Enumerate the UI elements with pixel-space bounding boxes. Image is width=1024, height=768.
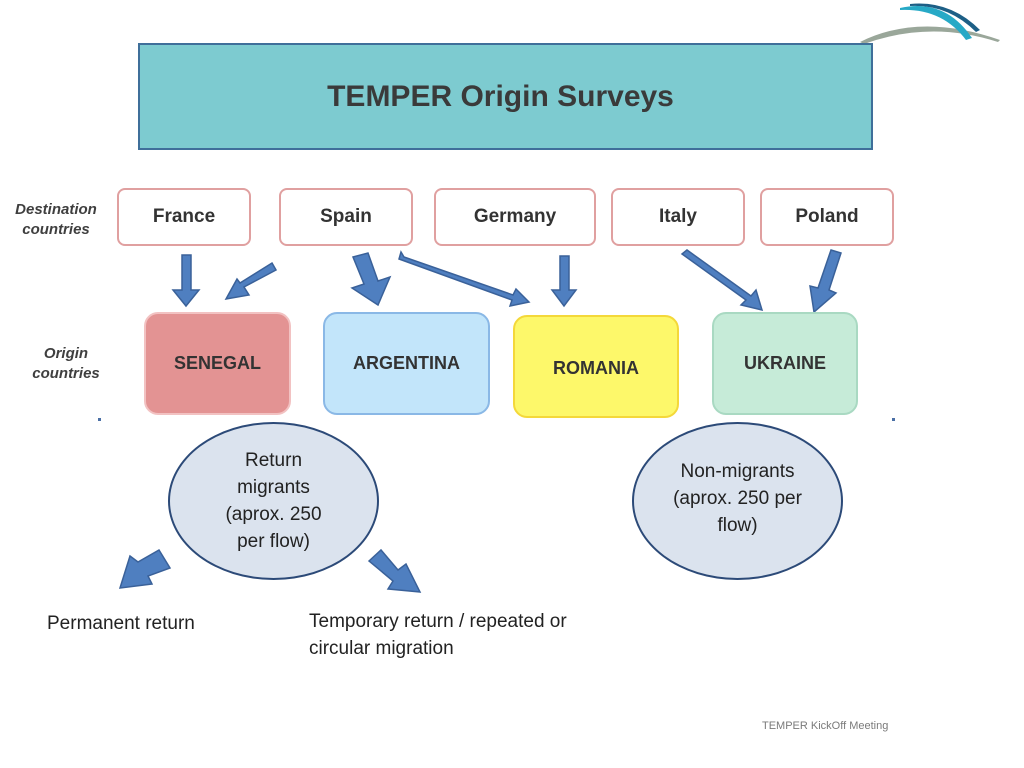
- non-migrants-circle: Non-migrants (aprox. 250 per flow): [632, 422, 843, 580]
- origin-romania: ROMANIA: [513, 315, 679, 418]
- arrow-spain-senegal: [224, 261, 278, 301]
- arrow-france-senegal: [171, 254, 201, 308]
- arrow-germany-romania: [550, 255, 578, 308]
- logo-swoosh-icon: [860, 3, 1000, 44]
- return-migrants-circle: Return migrants (aprox. 250 per flow): [168, 422, 379, 580]
- arrow-spain-argentina: [350, 252, 392, 307]
- arrow-spain-romania: [398, 250, 531, 308]
- origin-senegal: SENEGAL: [144, 312, 291, 415]
- arrow-poland-ukraine: [809, 249, 842, 314]
- return-migrants-text: Return migrants (aprox. 250 per flow): [225, 450, 322, 552]
- divider-dot-right: [892, 418, 895, 421]
- destination-france: France: [117, 188, 251, 246]
- page-title: TEMPER Origin Surveys: [327, 79, 674, 113]
- footer-text: TEMPER KickOff Meeting: [762, 720, 889, 732]
- destination-italy: Italy: [611, 188, 745, 246]
- destination-poland: Poland: [760, 188, 894, 246]
- arrow-italy-ukraine: [680, 249, 764, 312]
- arrow-to-temporary-return: [367, 548, 422, 593]
- temporary-return-label: Temporary return / repeated or circular …: [309, 611, 567, 659]
- origin-argentina: ARGENTINA: [323, 312, 490, 415]
- destination-spain: Spain: [279, 188, 413, 246]
- divider-dot-left: [98, 418, 101, 421]
- destination-countries-label: Destination countries: [15, 201, 97, 238]
- non-migrants-text: Non-migrants (aprox. 250 per flow): [673, 460, 802, 536]
- origin-countries-label: Origin countries: [32, 345, 100, 382]
- permanent-return-label: Permanent return: [47, 613, 195, 634]
- origin-ukraine: UKRAINE: [712, 312, 858, 415]
- arrow-to-permanent-return: [118, 548, 172, 589]
- destination-germany: Germany: [434, 188, 596, 246]
- title-banner: TEMPER Origin Surveys: [138, 43, 873, 150]
